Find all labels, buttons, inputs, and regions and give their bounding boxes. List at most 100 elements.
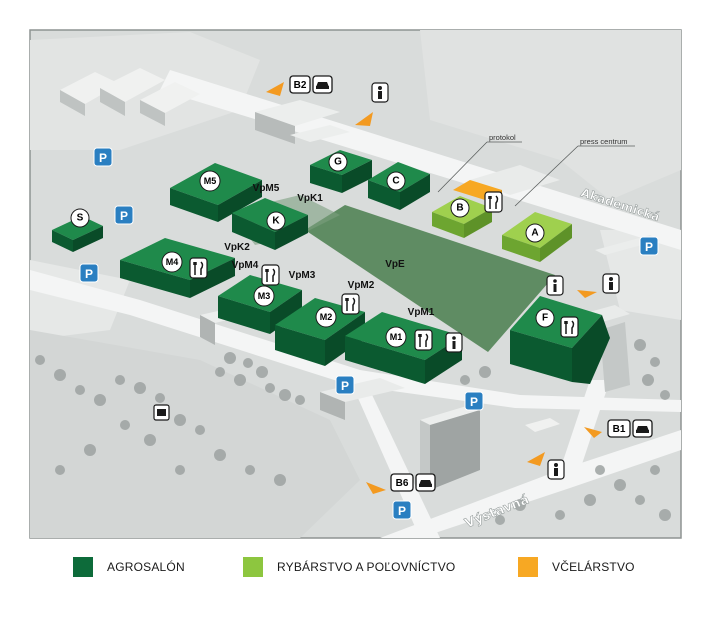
gate-b6-badge[interactable]: [390, 473, 414, 492]
hall-m5-side: [218, 180, 262, 222]
hall-g-front: [310, 165, 342, 193]
pedestrian-entrance-icon-south[interactable]: [547, 459, 565, 480]
hall-g-side: [342, 160, 372, 193]
parking-icon-4[interactable]: P: [645, 240, 653, 254]
hall-g-label: G: [334, 157, 342, 168]
gate-b2-arrow: [266, 82, 284, 96]
hall-s-roof: [52, 216, 103, 240]
area-labels: VpM5 VpK1 VpK2 VpM4 VpM3 VpM2 VpM1 VpE: [224, 183, 435, 318]
legend-label-rybarstvo: RYBÁRSTVO A POĽOVNÍCTVO: [277, 560, 456, 574]
legend-rybarstvo: RYBÁRSTVO A POĽOVNÍCTVO: [243, 556, 455, 578]
car-icon-b6: [415, 473, 436, 492]
gate-b1-label: B1: [613, 424, 626, 435]
hall-m4-side: [190, 258, 235, 298]
hall-k-front: [232, 213, 275, 250]
area-vpm1-label: VpM1: [408, 307, 435, 318]
restaurant-icon-b[interactable]: [484, 191, 503, 213]
parking-icon-7[interactable]: P: [398, 504, 406, 518]
hall-c-front: [368, 180, 400, 210]
hall-labels: S M5 K G C M4 M3 M2 M1 F B A: [70, 152, 555, 348]
road-south-link: [350, 380, 440, 538]
legend-agrosalon: AGROSALÓN: [73, 556, 185, 578]
area-vpk2-label: VpK2: [224, 242, 250, 253]
hall-m1-label: M1: [390, 332, 403, 342]
gate-b6-label: B6: [396, 478, 409, 489]
parking-signs: P P P P P P P: [79, 147, 659, 520]
hall-m3-front: [218, 296, 270, 334]
restaurant-icon-m3[interactable]: [261, 264, 280, 286]
hall-m5-front: [170, 188, 218, 222]
hall-k-label: K: [272, 216, 280, 227]
annotation-press-centrum: press centrum: [580, 137, 628, 146]
info-icon-f[interactable]: [546, 275, 564, 296]
area-vpe-label: VpE: [385, 259, 405, 270]
annotation-protokol: protokol: [489, 133, 516, 142]
bus-stop-icon[interactable]: [153, 404, 170, 421]
gate-east-arrow: [577, 290, 597, 298]
legend-swatch-rybarstvo: [243, 557, 263, 577]
parking-icon-5[interactable]: P: [341, 379, 349, 393]
parking-icon-3[interactable]: P: [85, 267, 93, 281]
parking-icon-1[interactable]: P: [99, 151, 107, 165]
pedestrian-entrance-icon-north[interactable]: [371, 82, 389, 103]
hall-a-label: A: [531, 228, 538, 239]
area-vpe-ground: [305, 205, 555, 352]
gate-b2-badge[interactable]: [289, 75, 311, 94]
hall-m2-front: [275, 325, 325, 366]
parking-icon-6[interactable]: P: [470, 395, 478, 409]
area-vpm5-label: VpM5: [253, 183, 280, 194]
info-icons: [153, 82, 620, 480]
ground-block-ne: [420, 30, 681, 200]
protokol-leader: [437, 141, 488, 193]
hall-f-label: F: [542, 313, 548, 324]
trees: [35, 339, 671, 525]
pedestrian-entrance-icon-east[interactable]: [602, 273, 620, 294]
hall-m1-front: [345, 336, 425, 384]
hall-b-label: B: [456, 203, 463, 214]
restaurant-icon-f[interactable]: [560, 316, 579, 338]
gate-b1-badge[interactable]: [607, 419, 631, 438]
road-vystavna: [380, 430, 681, 538]
restaurant-icons: [189, 191, 579, 351]
gate-b2-label: B2: [294, 80, 307, 91]
hall-k-side: [275, 215, 308, 250]
hall-f-front: [510, 330, 572, 382]
hall-c-side: [400, 174, 430, 210]
gates: B2 B1 B6: [266, 75, 653, 494]
hall-s-side: [73, 226, 103, 252]
hall-m2-label: M2: [320, 312, 333, 322]
ground-block-s: [30, 330, 360, 538]
hall-f-side: [572, 315, 610, 384]
hall-s-label: S: [77, 213, 84, 224]
area-vpk1-label: VpK1: [297, 193, 323, 204]
ground-block-e: [600, 230, 681, 320]
info-icon-m1[interactable]: [445, 332, 463, 353]
press-leader: [514, 145, 579, 207]
hall-a-front: [502, 235, 540, 262]
hall-b-front: [432, 212, 464, 238]
car-icon-b1: [632, 419, 653, 438]
hall-b-side: [464, 208, 492, 238]
hall-s-front: [52, 230, 73, 252]
gate-north-arrow: [355, 112, 373, 126]
restaurant-icon-m2[interactable]: [341, 293, 360, 315]
gate-b6-arrow: [366, 482, 386, 494]
road-east-link: [560, 380, 610, 470]
hall-a-side: [540, 224, 572, 262]
restaurant-icon-m4[interactable]: [189, 257, 208, 279]
hall-m3-label: M3: [258, 291, 271, 301]
hall-m4-front: [120, 260, 190, 298]
area-vpm2-label: VpM2: [348, 280, 375, 291]
car-icon-b2: [312, 75, 333, 94]
hall-m5-label: M5: [204, 176, 217, 186]
hall-c-label: C: [392, 176, 399, 187]
legend-vcelarstvo: VČELÁRSTVO: [518, 556, 635, 578]
restaurant-icon-m1[interactable]: [414, 329, 433, 351]
hall-f-roof: [510, 296, 602, 348]
hall-m4-label: M4: [166, 257, 179, 267]
parking-icon-2[interactable]: P: [120, 209, 128, 223]
legend-swatch-vcelarstvo: [518, 557, 538, 577]
legend-label-agrosalon: AGROSALÓN: [107, 560, 185, 574]
area-vpm4-label: VpM4: [232, 260, 259, 271]
